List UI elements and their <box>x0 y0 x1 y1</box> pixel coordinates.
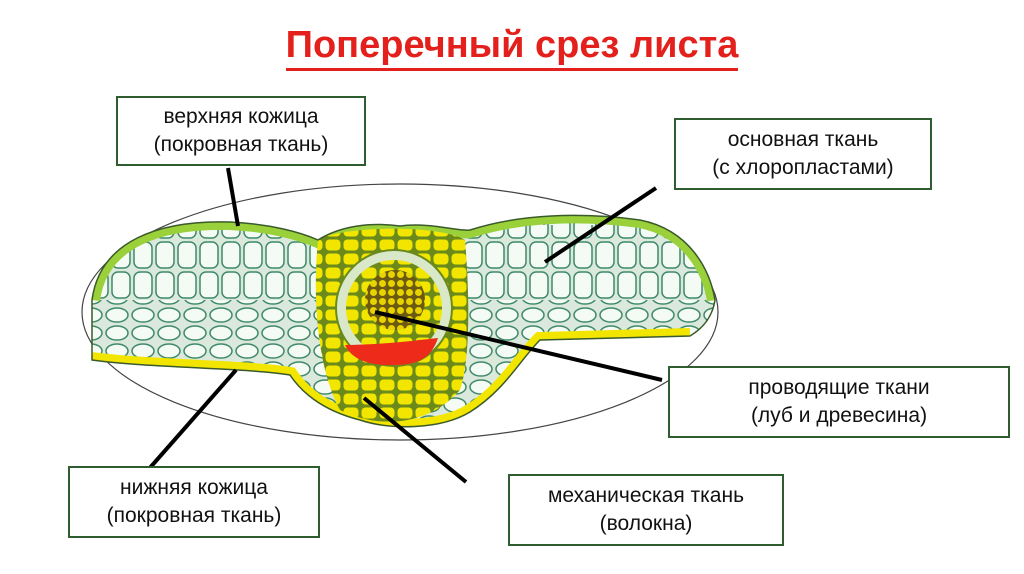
arrow-lower-epidermis <box>146 368 238 472</box>
arrow-conducting-tissue <box>374 310 663 382</box>
label-mechanical-tissue-line1: механическая ткань <box>547 484 745 507</box>
label-lower-epidermis-line2: (покровная ткань) <box>106 504 282 527</box>
arrow-mechanical-tissue <box>362 396 468 484</box>
label-mechanical-tissue-line2: (волокна) <box>599 512 693 535</box>
label-conducting-tissue-line2: (луб и древесина) <box>750 404 928 427</box>
label-conducting-tissue: проводящие ткани (луб и древесина) <box>668 366 1010 438</box>
label-conducting-tissue-line1: проводящие ткани <box>748 376 930 399</box>
label-ground-tissue-line2: (с хлоропластами) <box>712 156 894 179</box>
label-upper-epidermis-line2: (покровная ткань) <box>153 133 329 156</box>
arrow-upper-epidermis <box>226 167 240 227</box>
label-ground-tissue: основная ткань (с хлоропластами) <box>674 118 932 190</box>
page-title-text: Поперечный срез листа <box>285 24 739 71</box>
phloem <box>345 338 438 366</box>
label-lower-epidermis: нижняя кожица (покровная ткань) <box>68 466 320 538</box>
arrow-ground-tissue <box>543 186 658 264</box>
label-lower-epidermis-line1: нижняя кожица <box>120 476 268 499</box>
page-title: Поперечный срез листа <box>0 24 1024 71</box>
label-ground-tissue-line1: основная ткань <box>727 128 879 151</box>
pointer-lines <box>146 167 663 484</box>
outline-ellipse <box>81 183 719 441</box>
label-upper-epidermis: верхняя кожица (покровная ткань) <box>116 96 366 166</box>
label-upper-epidermis-line1: верхняя кожица <box>163 105 319 128</box>
label-mechanical-tissue: механическая ткань (волокна) <box>508 474 784 546</box>
